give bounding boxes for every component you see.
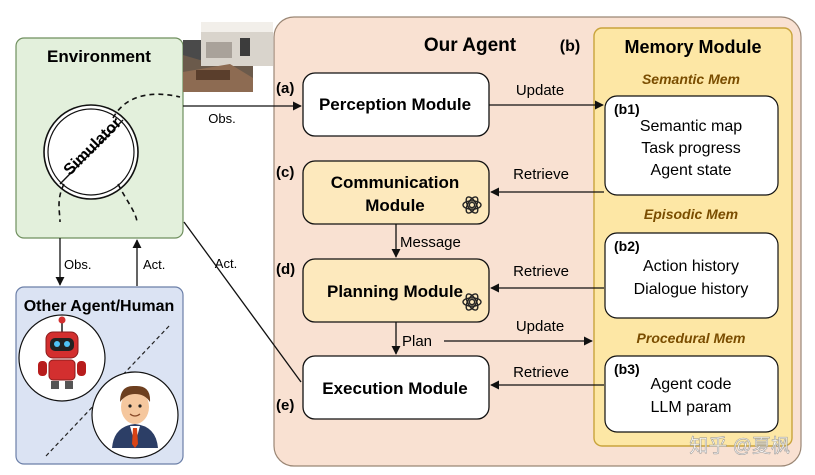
episodic-mem-header: Episodic Mem bbox=[644, 206, 738, 222]
agent-title: Our Agent bbox=[424, 35, 517, 56]
robot-icon bbox=[38, 316, 86, 389]
tag-b3: (b3) bbox=[614, 361, 640, 377]
episodic-item: Action history bbox=[643, 258, 739, 275]
planning-module: Planning Module bbox=[302, 258, 490, 323]
memory-module: Memory Module Semantic Mem (b1) Semantic… bbox=[593, 27, 793, 447]
svg-text:Module: Module bbox=[365, 196, 425, 215]
svg-text:Retrieve: Retrieve bbox=[513, 263, 569, 280]
execution-module: Execution Module bbox=[302, 355, 490, 420]
svg-text:Update: Update bbox=[516, 82, 564, 99]
svg-text:Planning Module: Planning Module bbox=[327, 282, 463, 301]
tag-b2: (b2) bbox=[614, 238, 640, 254]
edge-simulator-loop bbox=[58, 93, 181, 223]
semantic-item: Task progress bbox=[641, 140, 741, 157]
semantic-item: Agent state bbox=[651, 162, 732, 179]
svg-text:Execution Module: Execution Module bbox=[322, 379, 467, 398]
svg-text:Act.: Act. bbox=[215, 256, 237, 271]
other-agent-panel: Other Agent/Human bbox=[15, 286, 184, 465]
procedural-mem-header: Procedural Mem bbox=[637, 330, 746, 346]
semantic-mem-header: Semantic Mem bbox=[642, 71, 740, 87]
scene-thumbnail-icon bbox=[183, 22, 273, 92]
svg-text:Communication: Communication bbox=[331, 173, 459, 192]
svg-text:Message: Message bbox=[400, 234, 461, 251]
environment-panel: Environment Simulator bbox=[15, 37, 184, 239]
memory-title: Memory Module bbox=[624, 37, 761, 57]
tag-e: (e) bbox=[276, 397, 294, 414]
svg-text:Obs.: Obs. bbox=[208, 111, 235, 126]
svg-text:Act.: Act. bbox=[143, 257, 165, 272]
svg-text:Retrieve: Retrieve bbox=[513, 364, 569, 381]
edge-message: Message bbox=[391, 224, 461, 258]
tag-a: (a) bbox=[276, 80, 294, 97]
simulator-icon bbox=[43, 104, 139, 200]
svg-text:Retrieve: Retrieve bbox=[513, 166, 569, 183]
semantic-mem-box bbox=[604, 95, 779, 196]
tag-b: (b) bbox=[560, 38, 580, 55]
edge-obs-main: Obs. bbox=[183, 101, 302, 126]
edge-act-other: Act. bbox=[132, 239, 165, 286]
procedural-mem-box bbox=[604, 355, 779, 433]
episodic-mem-box bbox=[604, 232, 779, 319]
edge-plan: Plan bbox=[391, 322, 432, 355]
perception-module: Perception Module bbox=[302, 72, 490, 137]
tag-b1: (b1) bbox=[614, 101, 640, 117]
edge-retrieve-plan: Retrieve bbox=[490, 263, 604, 293]
watermark: 知乎 @夏枫 bbox=[689, 435, 790, 457]
edge-retrieve-exec: Retrieve bbox=[490, 364, 604, 390]
svg-text:Update: Update bbox=[516, 318, 564, 335]
tag-c: (c) bbox=[276, 164, 294, 181]
svg-text:Perception Module: Perception Module bbox=[319, 95, 471, 114]
edge-retrieve-comm: Retrieve bbox=[490, 166, 604, 197]
communication-module: Communication Module bbox=[302, 160, 490, 225]
semantic-item: Semantic map bbox=[640, 118, 742, 135]
svg-text:Plan: Plan bbox=[402, 333, 432, 350]
human-avatar-icon bbox=[112, 385, 158, 448]
edge-update-plan: Update bbox=[444, 318, 593, 346]
edge-obs-other: Obs. bbox=[55, 238, 91, 286]
other-agent-title: Other Agent/Human bbox=[24, 298, 175, 315]
svg-text:Obs.: Obs. bbox=[64, 257, 91, 272]
edge-act-main: Act. bbox=[183, 221, 302, 383]
environment-title: Environment bbox=[47, 47, 151, 66]
edge-update-top: Update bbox=[489, 82, 604, 110]
procedural-item: Agent code bbox=[651, 376, 732, 393]
episodic-item: Dialogue history bbox=[634, 281, 749, 298]
tag-d: (d) bbox=[276, 261, 295, 278]
procedural-item: LLM param bbox=[651, 399, 732, 416]
